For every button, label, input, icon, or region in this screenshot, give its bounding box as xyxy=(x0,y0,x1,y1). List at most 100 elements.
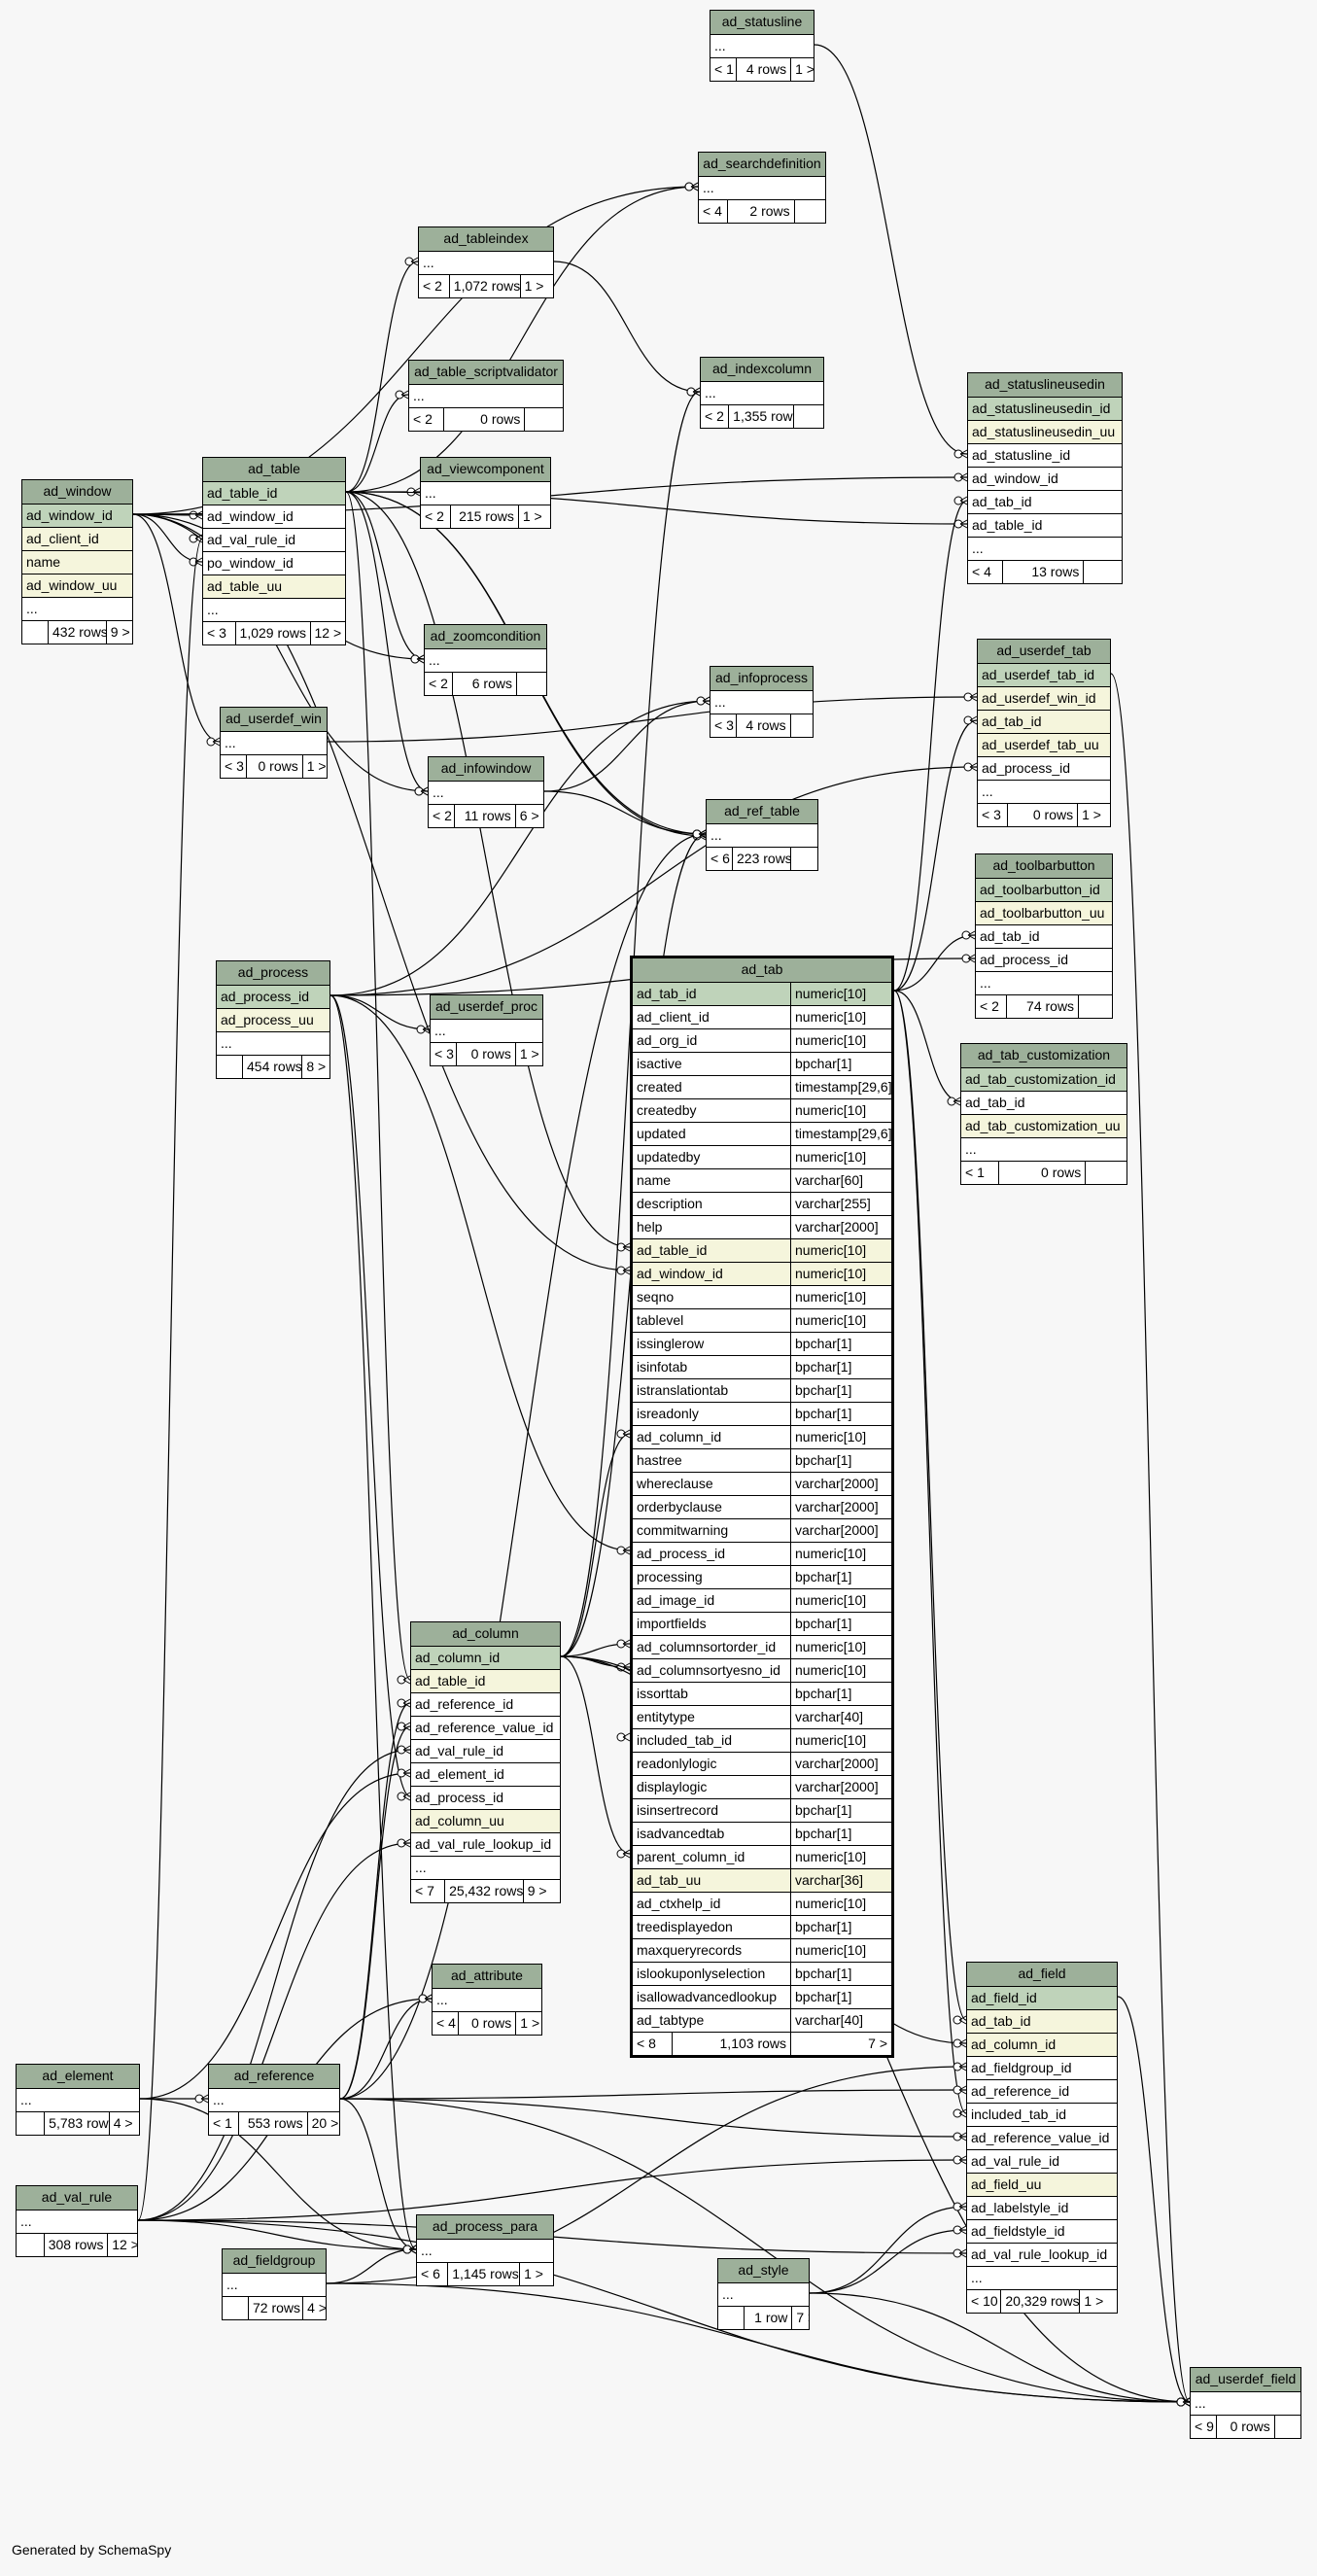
ad_reference-row-count: 553 rows xyxy=(237,2112,307,2135)
ad_toolbarbutton-fk-count: < 2 xyxy=(980,998,999,1014)
crowfoot-marker xyxy=(969,715,978,725)
column-name: isinsertrecord xyxy=(637,1802,719,1818)
relationship-line xyxy=(137,538,203,2221)
optional-marker xyxy=(953,449,963,459)
column-row: ad_table_id xyxy=(411,1669,560,1692)
ad_style-ref-count: 7 > xyxy=(791,2307,809,2329)
column-row: ad_tab_id xyxy=(968,490,1122,513)
optional-marker xyxy=(947,1097,956,1106)
crowfoot-marker xyxy=(410,257,419,266)
ad_userdef_win-row-count: 0 rows xyxy=(246,755,302,778)
optional-marker xyxy=(961,954,971,963)
column-name: maxqueryrecords xyxy=(637,1942,743,1958)
relationship-line xyxy=(560,1655,631,1855)
ellipsis-row: ... xyxy=(223,2273,326,2296)
table-header: ad_infoprocess xyxy=(710,667,813,690)
column-type: varchar[36] xyxy=(790,1869,891,1892)
crowfoot-marker xyxy=(958,2248,967,2258)
relationship-line xyxy=(809,2206,967,2294)
relationship-line xyxy=(809,2292,1191,2403)
column-name: isinfotab xyxy=(637,1359,688,1375)
column-type: bpchar[1] xyxy=(790,1566,891,1588)
column-type: numeric[10] xyxy=(790,1263,891,1285)
column-type: varchar[2000] xyxy=(790,1496,891,1518)
relationship-line xyxy=(339,833,707,2100)
column-type: bpchar[1] xyxy=(790,1449,891,1472)
ad_tab_customization-fk-count: < 1 xyxy=(965,1165,985,1180)
ad_viewcomponent-fk-count: < 2 xyxy=(425,508,444,524)
ad_toolbarbutton-ref-count xyxy=(1078,995,1112,1018)
table-header: ad_infowindow xyxy=(429,757,543,781)
table-ad_indexcolumn[interactable]: ad_indexcolumn...< 21,355 rows xyxy=(700,357,824,429)
column-type: timestamp[29,6] xyxy=(790,1123,891,1145)
crowfoot-marker xyxy=(212,737,221,747)
ad_zoomcondition-fk-count: < 2 xyxy=(429,676,448,691)
column-row: ad_element_id xyxy=(411,1762,560,1786)
ellipsis-row: ... xyxy=(968,537,1122,560)
column-name: description xyxy=(637,1196,703,1211)
ad_reference-ref-count: 20 > xyxy=(306,2112,339,2135)
relationship-line xyxy=(326,2248,417,2284)
optional-marker xyxy=(397,1768,406,1778)
ad_attribute-ref-count: 1 > xyxy=(515,2012,541,2035)
column-name: ad_org_id xyxy=(637,1032,698,1048)
ellipsis-row: ... xyxy=(967,2266,1117,2289)
crowfoot-marker xyxy=(402,1745,411,1755)
optional-marker xyxy=(953,2225,962,2235)
column-name: issinglerow xyxy=(637,1336,705,1351)
table-header: ad_fieldgroup xyxy=(223,2249,326,2273)
crowfoot-marker xyxy=(967,954,976,963)
column-row: ad_tab_id xyxy=(961,1091,1126,1114)
optional-marker xyxy=(616,1266,626,1275)
column-type: varchar[2000] xyxy=(790,1473,891,1495)
relationship-line xyxy=(814,44,968,455)
ad_searchdefinition-fk-count: < 4 xyxy=(703,203,722,219)
ellipsis-row: ... xyxy=(421,481,550,505)
ad_column-fk-count: < 7 xyxy=(415,1883,434,1898)
column-name: seqno xyxy=(637,1289,675,1305)
ad_statuslineusedin-row-count: 13 rows xyxy=(1002,561,1083,583)
ad_toolbarbutton-row-count: 74 rows xyxy=(1006,995,1078,1018)
relationship-line xyxy=(329,994,411,1797)
ad_toolbarbutton-summary-row: < 2 74 rows xyxy=(976,994,1112,1018)
column-type: bpchar[1] xyxy=(790,1053,891,1075)
optional-marker xyxy=(963,715,973,725)
table-header: ad_tab_customization xyxy=(961,1044,1126,1067)
